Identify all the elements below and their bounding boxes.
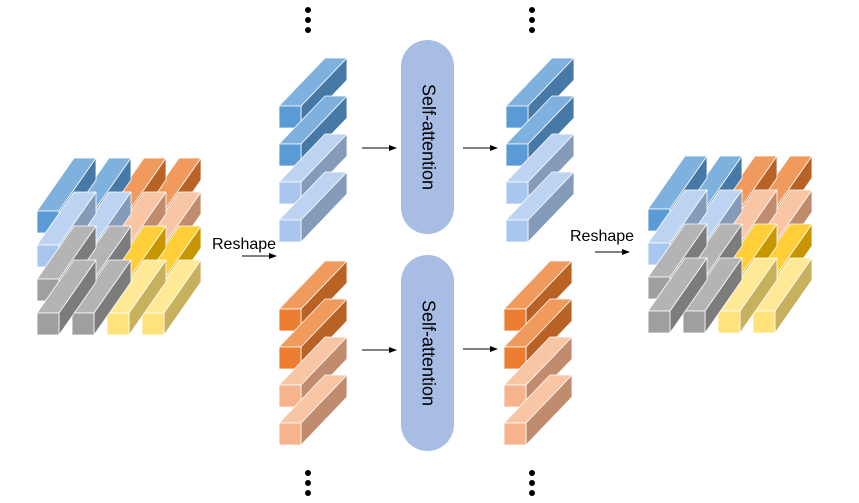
cube-bar-r3-c2: [717, 257, 778, 334]
cube-bar-r3-c3: [752, 257, 813, 334]
cube-bar-r3-c1: [682, 257, 743, 334]
reshape-label-input: Reshape: [212, 236, 277, 253]
stack-bar-3: [278, 171, 348, 243]
output-feature-cube: [647, 155, 813, 334]
self-attention-block-top: Self-attention: [401, 40, 454, 234]
ellipsis-top-left: [305, 7, 311, 33]
cube-bar-r3-c2: [106, 259, 167, 336]
self-attention-block-bottom: Self-attention: [401, 255, 454, 451]
bar-front-face: [752, 310, 776, 334]
bar-front-face: [717, 310, 741, 334]
arrows: [242, 145, 630, 353]
ellipsis-top-right: [529, 7, 535, 33]
bar-front-face: [141, 312, 165, 336]
stack-bar-1: [278, 95, 348, 167]
bar-front-face: [106, 312, 130, 336]
orange-token-stack-after-attention: [503, 260, 573, 446]
cube-bar-r3-c3: [141, 259, 202, 336]
cube-bar-r3-c0: [647, 257, 708, 334]
ellipsis-bottom-left: [305, 470, 311, 496]
bar-front-face: [682, 310, 706, 334]
input-feature-cube: [36, 157, 202, 336]
reshape-label-output: Reshape: [570, 228, 635, 245]
cube-bar-r3-c1: [71, 259, 132, 336]
bar-front-face: [278, 422, 302, 446]
self-attention-label-top: Self-attention: [418, 84, 438, 190]
cube-bar-r3-c0: [36, 259, 97, 336]
stack-bar-1: [505, 95, 575, 167]
ellipsis-bottom-right: [529, 470, 535, 496]
stack-bar-3: [505, 171, 575, 243]
blue-token-stack-before-attention: [278, 57, 348, 243]
orange-token-stack-before-attention: [278, 260, 348, 446]
ellipsis-dots: [305, 7, 535, 496]
bar-front-face: [647, 310, 671, 334]
bar-front-face: [505, 219, 529, 243]
stack-bar-3: [278, 374, 348, 446]
bar-front-face: [503, 422, 527, 446]
stack-bar-3: [503, 374, 573, 446]
self-attention-label-bottom: Self-attention: [418, 300, 438, 406]
bar-front-face: [71, 312, 95, 336]
bar-front-face: [36, 312, 60, 336]
bar-front-face: [278, 219, 302, 243]
blue-token-stack-after-attention: [505, 57, 575, 243]
